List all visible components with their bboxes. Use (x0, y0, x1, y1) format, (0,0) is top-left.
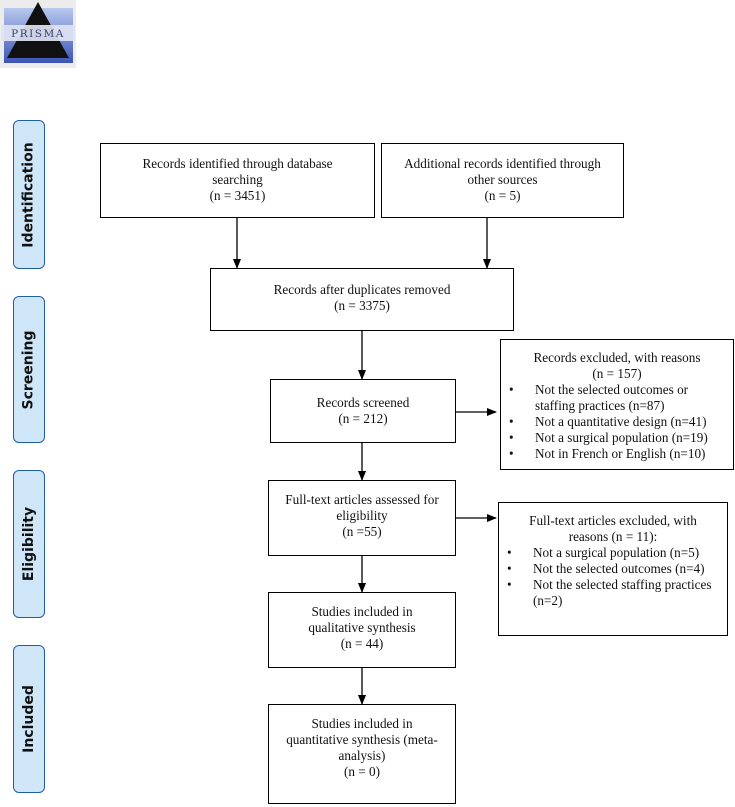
excluded-fulltext-head2: reasons (n = 11): (568, 529, 658, 544)
excluded-fulltext-item: Not the selected staffing practices (n=2… (507, 577, 727, 609)
svg-text:PRISMA: PRISMA (11, 28, 65, 40)
screened-line1: Records screened (316, 395, 410, 410)
other-line2: other sources (467, 172, 538, 187)
quantitative-line3: analysis) (338, 748, 386, 763)
database-line1: Records identified through database (142, 156, 333, 171)
excluded-fulltext-head1: Full-text articles excluded, with (529, 513, 697, 528)
excluded-records-item: Not a quantitative design (n=41) (509, 414, 733, 430)
prisma-logo: PRISMA (0, 0, 76, 68)
excluded-records-item: Not a surgical population (n=19) (509, 430, 733, 446)
excluded-fulltext-item: Not a surgical population (n=5) (507, 545, 727, 561)
qualitative-line2: qualitative synthesis (308, 620, 416, 635)
screened-count: (n = 212) (338, 411, 388, 426)
duplicates-count: (n = 3375) (334, 298, 390, 313)
excluded-records-item: Not the selected outcomes or staffing pr… (509, 382, 733, 414)
excluded-fulltext-item: Not the selected outcomes (n=4) (507, 561, 727, 577)
box-qualitative-synthesis: Studies included in qualitative synthesi… (268, 592, 456, 668)
box-records-screened: Records screened (n = 212) (270, 379, 456, 443)
excluded-fulltext-item-text: (n=2) (533, 593, 563, 608)
box-fulltext-excluded: Full-text articles excluded, with reason… (498, 502, 728, 636)
excluded-records-item-text: Not a surgical population (n=19) (535, 430, 708, 445)
box-records-excluded: Records excluded, with reasons (n = 157)… (500, 339, 734, 470)
box-fulltext-assessed: Full-text articles assessed for eligibil… (268, 480, 456, 556)
box-duplicates-removed: Records after duplicates removed (n = 33… (210, 268, 514, 331)
quantitative-line1: Studies included in (311, 716, 413, 731)
excluded-fulltext-item-text: Not the selected outcomes (n=4) (533, 561, 705, 576)
excluded-records-item-text: Not a quantitative design (n=41) (535, 414, 707, 429)
excluded-fulltext-item-text: Not a surgical population (n=5) (533, 545, 700, 560)
fulltext-line1: Full-text articles assessed for (285, 492, 439, 507)
stage-eligibility: Eligibility (13, 470, 45, 618)
qualitative-line1: Studies included in (311, 604, 413, 619)
box-quantitative-synthesis: Studies included in quantitative synthes… (268, 704, 456, 804)
database-line2: searching (212, 172, 263, 187)
quantitative-count: (n = 0) (343, 764, 380, 779)
excluded-fulltext-list: Not a surgical population (n=5) Not the … (499, 545, 727, 609)
excluded-records-head1: Records excluded, with reasons (533, 350, 701, 365)
excluded-records-head2: (n = 157) (592, 366, 642, 381)
excluded-records-list: Not the selected outcomes or staffing pr… (501, 382, 733, 462)
duplicates-line1: Records after duplicates removed (273, 282, 451, 297)
fulltext-line2: eligibility (336, 508, 388, 523)
excluded-records-item-text: staffing practices (n=87) (535, 398, 665, 413)
database-count: (n = 3451) (209, 188, 266, 203)
other-line1: Additional records identified through (404, 156, 601, 171)
quantitative-line2: quantitative synthesis (meta- (286, 732, 438, 747)
excluded-records-item-text: Not the selected outcomes or (535, 382, 689, 397)
box-other-sources: Additional records identified through ot… (381, 143, 624, 218)
excluded-records-item-text: Not in French or English (n=10) (535, 446, 706, 461)
other-count: (n = 5) (484, 188, 521, 203)
qualitative-count: (n = 44) (340, 636, 384, 651)
stage-identification: Identification (13, 120, 45, 269)
box-database-records: Records identified through database sear… (100, 143, 375, 218)
excluded-records-item: Not in French or English (n=10) (509, 446, 733, 462)
fulltext-count: (n =55) (342, 524, 382, 539)
excluded-fulltext-item-text: Not the selected staffing practices (533, 577, 712, 592)
stage-screening: Screening (13, 296, 45, 443)
stage-included: Included (13, 645, 45, 793)
